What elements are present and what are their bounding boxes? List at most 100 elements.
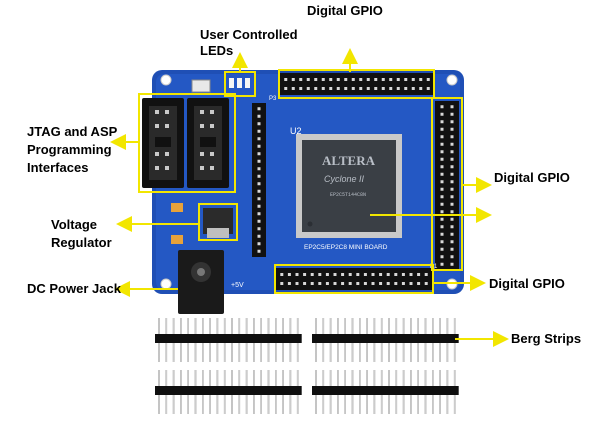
header-pin [257,182,261,186]
jtag-pin [155,152,159,156]
header-pin [336,78,340,81]
header-pin [450,127,454,131]
header-pin [257,167,261,171]
highlight-top-gpio [278,69,435,99]
header-pin [440,195,444,199]
berg-strip-body [155,334,302,343]
header-pin [291,78,295,81]
header-pin [359,78,363,81]
header-pin [284,87,288,90]
header-pin [396,87,400,90]
header-pin [336,87,340,90]
header-pin [257,227,261,231]
header-pin [440,240,444,244]
jtag-pin [155,166,159,170]
mounting-hole [160,74,172,86]
header-pin [287,273,291,276]
header-pin [386,273,390,276]
header-pin [257,249,261,253]
header-pin [257,122,261,126]
header-pin [329,78,333,81]
jtag-pin [210,124,214,128]
header-pin [450,180,454,184]
header-pin [371,282,375,285]
header-pin [325,282,329,285]
header-pin [394,282,398,285]
header-pin [426,87,430,90]
header-pin [440,120,444,124]
header-pin [450,157,454,161]
label-dc-power-jack: DC Power Jack [27,281,121,296]
header-pin [440,127,444,131]
header-pin [310,273,314,276]
header-pin [450,217,454,221]
header-pin [257,212,261,216]
header-pin [374,87,378,90]
jtag-pin [200,166,204,170]
header-pin [257,114,261,118]
header-pin [341,273,345,276]
header-pin [280,273,284,276]
header-pin [257,197,261,201]
jtag-pin [155,110,159,114]
header-pin [379,282,383,285]
header-pin [450,172,454,176]
header-pin [295,273,299,276]
header-pin [404,87,408,90]
label-digital-gpio-right: Digital GPIO [494,170,570,185]
header-pin [314,87,318,90]
header-pin [424,282,428,285]
header-pin [291,87,295,90]
header-pin [341,282,345,285]
header-pin [374,78,378,81]
header-pin [440,225,444,229]
header-pin [314,78,318,81]
header-pin [321,87,325,90]
header-pin [310,282,314,285]
header-pin [450,232,454,236]
header-pin [440,262,444,266]
header-pin [348,282,352,285]
header-pin [379,273,383,276]
header-pin [419,87,423,90]
jtag-pin [210,152,214,156]
header-pin [440,157,444,161]
header-pin [356,282,360,285]
p1-designator: P1 [430,264,438,270]
header-pin [381,78,385,81]
header-pin [450,187,454,191]
header-pin [348,273,352,276]
berg-strip-body [312,386,459,395]
header-pin [440,217,444,221]
header-pin [366,87,370,90]
chip-family: Cyclone II [324,174,365,184]
jtag-as-connectors [142,98,229,188]
label-digital-gpio-bottom: Digital GPIO [489,276,565,291]
header-pin [440,135,444,139]
header-pin [257,137,261,141]
jtag-pin [200,152,204,156]
label-user-leds-line2: LEDs [200,43,234,58]
header-pin [426,78,430,81]
header-pin [381,87,385,90]
header-pin [257,174,261,178]
header-pin [440,255,444,259]
header-pin [396,78,400,81]
berg-strip-body [312,334,459,343]
header-pin [450,112,454,116]
jtag-pin [165,124,169,128]
header-pin [419,78,423,81]
header-pin [287,282,291,285]
header-pin [295,282,299,285]
label-digital-gpio-top: Digital GPIO [307,3,383,18]
header-pin [257,234,261,238]
header-pin [257,107,261,111]
header-pin [450,262,454,266]
user-leds [229,78,250,88]
chip-part-number: EP2C5T144C8N [330,192,366,198]
header-pin [359,87,363,90]
voltage-regulator [203,208,233,238]
header-pin [450,150,454,154]
u2-designator: U2 [290,126,302,136]
